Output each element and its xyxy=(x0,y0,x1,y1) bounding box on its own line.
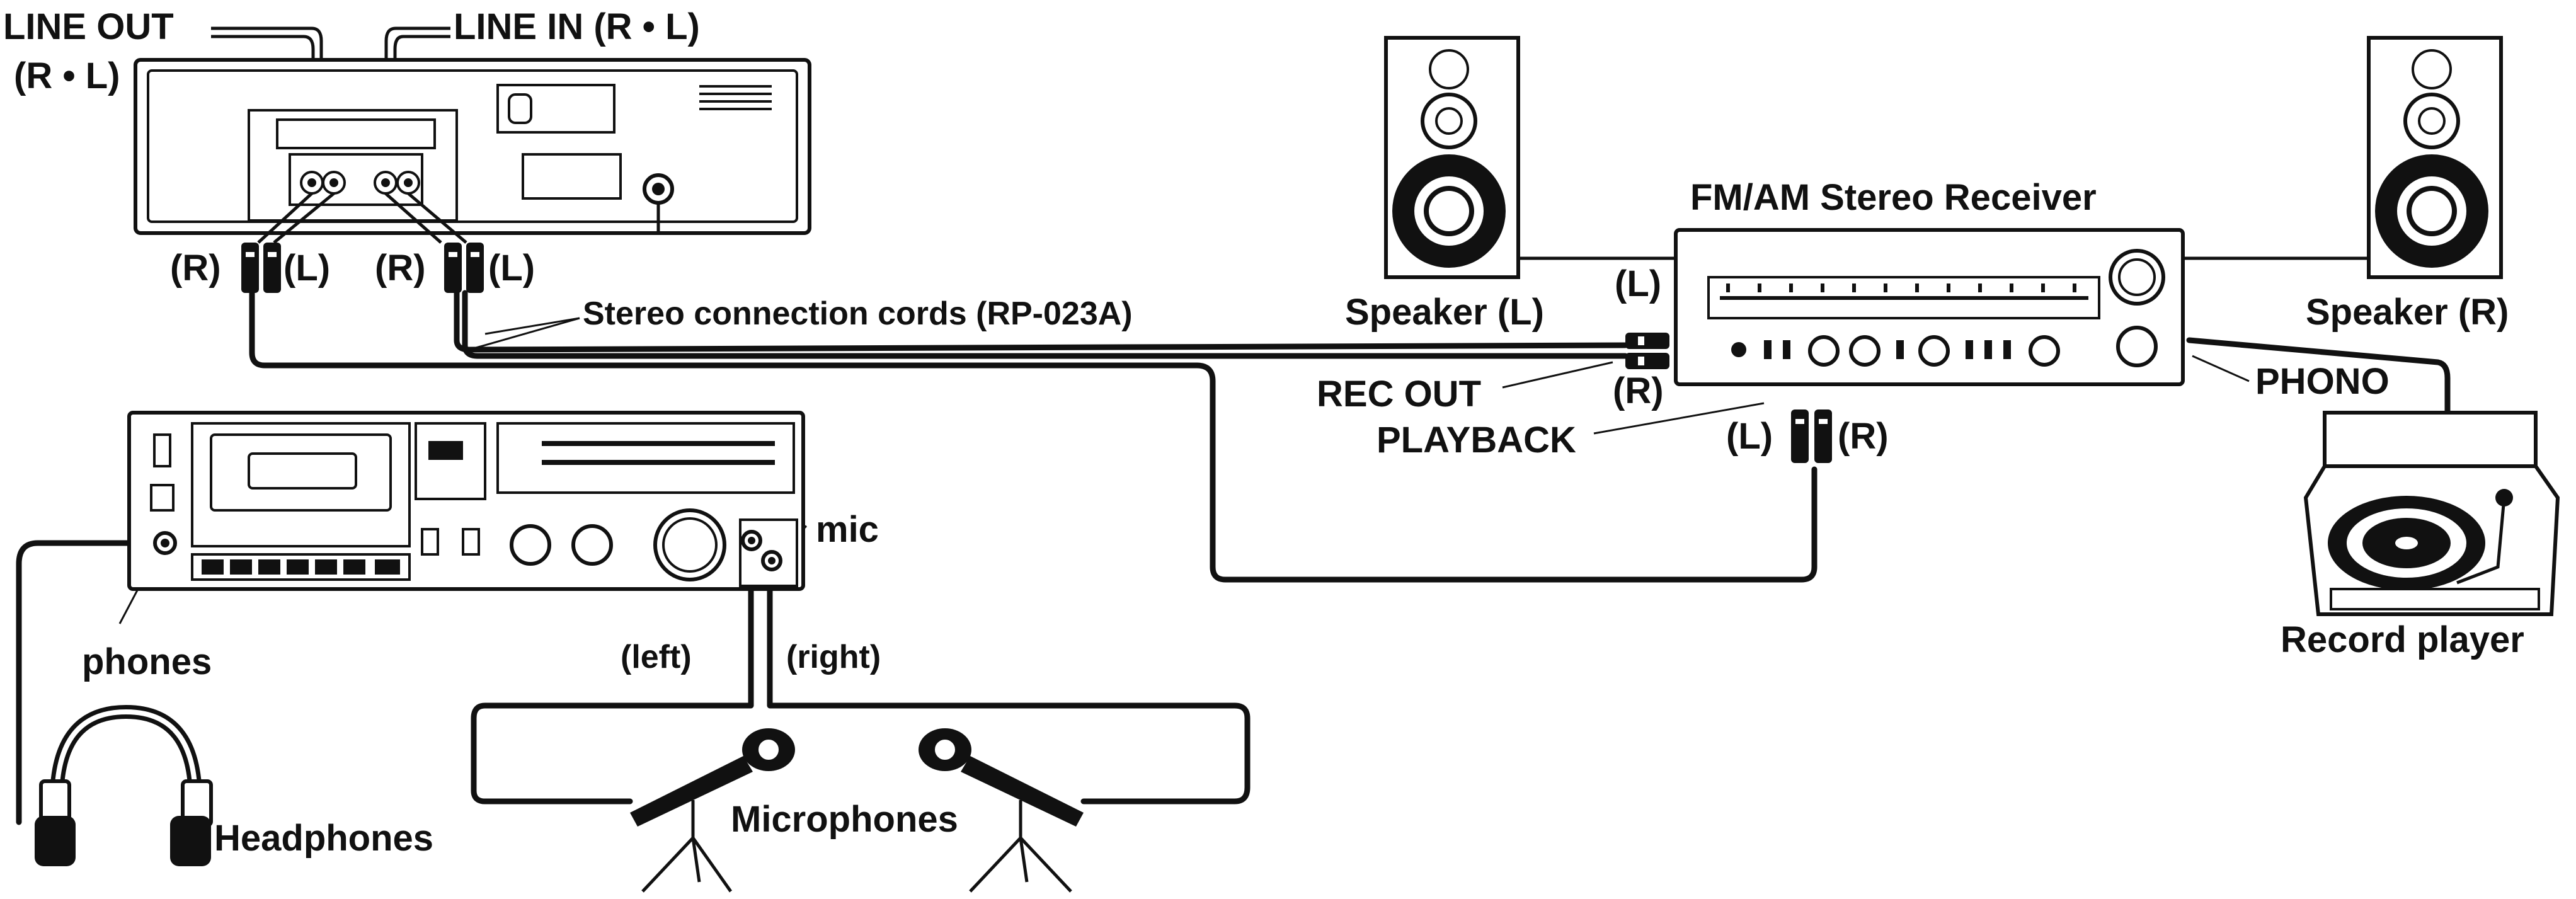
label-phones: phones xyxy=(82,641,212,682)
cassette-deck-front xyxy=(127,411,805,591)
microphone-right xyxy=(919,728,1084,893)
label-rec-out-r: (R) xyxy=(1613,370,1664,411)
speaker-right xyxy=(2367,36,2503,279)
line-out-leader-2 xyxy=(211,35,315,154)
rec-out-cable xyxy=(454,287,1629,353)
record-player xyxy=(2303,411,2560,616)
playback-leader xyxy=(1593,402,1765,435)
stereo-receiver xyxy=(1625,228,2185,463)
label-playback-r: (R) xyxy=(1838,416,1889,457)
line-out-leader xyxy=(211,26,323,154)
mic-cable-right xyxy=(767,687,1251,805)
label-speaker-right: Speaker (R) xyxy=(2306,292,2509,333)
headphones xyxy=(35,704,213,866)
label-playback-l: (L) xyxy=(1726,416,1773,457)
label-headphones: Headphones xyxy=(214,818,433,859)
label-rec-out: REC OUT xyxy=(1317,374,1481,415)
label-deck-out-l: (L) xyxy=(283,248,330,289)
label-deck-in-r: (R) xyxy=(375,248,426,289)
label-microphones: Microphones xyxy=(731,799,958,840)
microphone-left xyxy=(630,728,795,893)
label-right-mic: (right) xyxy=(786,639,881,675)
stereo-cords-leader-2 xyxy=(469,317,580,351)
line-in-leader xyxy=(384,26,450,154)
label-playback: PLAYBACK xyxy=(1377,420,1576,461)
rec-out-cable-2 xyxy=(462,290,1629,359)
label-rec-out-l: (L) xyxy=(1615,263,1661,304)
label-line-in: LINE IN (R • L) xyxy=(454,6,700,47)
label-deck-out-r: (R) xyxy=(170,248,221,289)
rec-out-leader xyxy=(1502,361,1613,389)
label-receiver: FM/AM Stereo Receiver xyxy=(1690,177,2097,218)
label-mic: mic xyxy=(816,509,879,550)
tape-deck-rear-panel xyxy=(134,58,811,293)
label-stereo-cords: Stereo connection cords (RP-023A) xyxy=(583,295,1133,332)
phono-leader xyxy=(2192,355,2250,382)
speaker-left xyxy=(1384,36,1520,279)
label-line-out: LINE OUT xyxy=(3,6,174,47)
rca-plug-pair-in xyxy=(444,243,484,293)
playback-plugs xyxy=(1791,409,1832,463)
label-speaker-left: Speaker (L) xyxy=(1345,292,1544,333)
stereo-cords-leader xyxy=(484,317,580,335)
rec-out-plugs xyxy=(1625,333,1669,369)
label-left-mic: (left) xyxy=(621,639,692,675)
line-in-leader-2 xyxy=(393,35,450,154)
rca-plug-pair-out xyxy=(241,243,281,293)
label-phono: PHONO xyxy=(2255,361,2390,402)
label-record-player: Record player xyxy=(2281,619,2524,660)
label-deck-in-l: (L) xyxy=(488,248,535,289)
label-line-out-channels: (R • L) xyxy=(14,55,120,96)
mic-cable-left xyxy=(471,687,754,805)
playback-cable xyxy=(249,287,1818,583)
headphones-cable xyxy=(16,540,161,825)
diagram-labels: LINE OUT (R • L) LINE IN (R • L) (R) (L)… xyxy=(3,6,2524,859)
phono-cable xyxy=(2186,337,2451,419)
